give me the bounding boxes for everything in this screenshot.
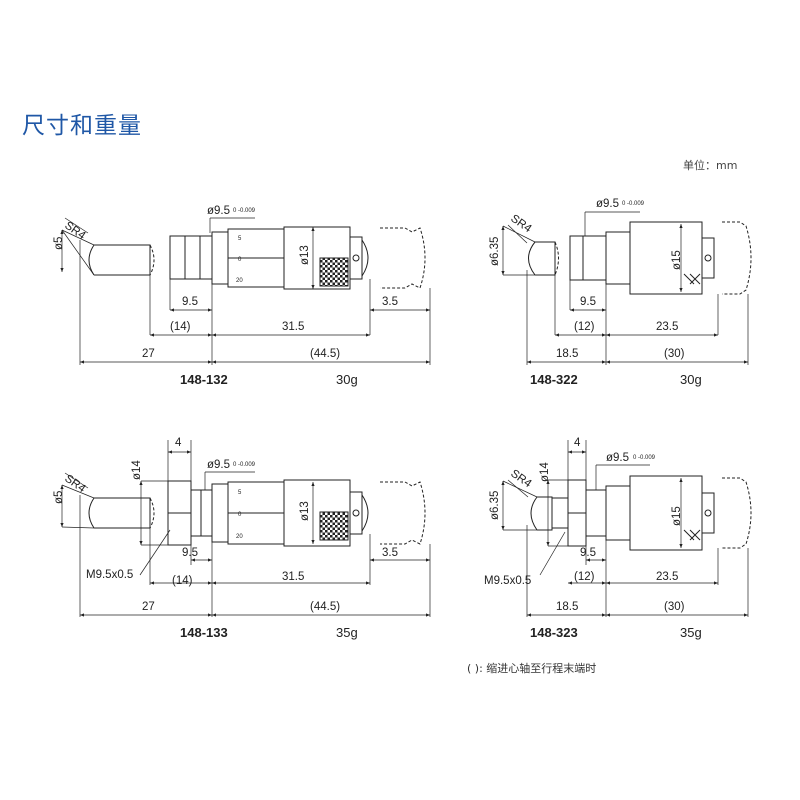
dim-label: (30) bbox=[664, 348, 685, 360]
sleeve-tol-label: 0 -0.009 bbox=[233, 208, 256, 214]
dim-label: 31.5 bbox=[282, 321, 304, 333]
dim-label: 18.5 bbox=[556, 348, 578, 360]
scale-mark: 5 bbox=[238, 236, 242, 242]
sleeve-tol-label: 0 -0.009 bbox=[622, 201, 645, 207]
dim-label: 9.5 bbox=[580, 547, 596, 559]
nut-dia-label: ø14 bbox=[131, 460, 143, 480]
sleeve-tol-label: 0 -0.009 bbox=[633, 455, 656, 461]
dim-label: 9.5 bbox=[182, 296, 198, 308]
model-number: 148-323 bbox=[530, 625, 578, 640]
labels-148-133: ø5 SR4 ø14 4 ø9.5 0 -0.009 ø13 5 0 20 9.… bbox=[53, 437, 398, 640]
dim-label: 9.5 bbox=[182, 547, 198, 559]
dim-label: (44.5) bbox=[310, 601, 340, 613]
dim-label: 27 bbox=[142, 601, 155, 613]
spindle-dia-label: ø6.35 bbox=[489, 491, 501, 520]
thimble-dia-label: ø15 bbox=[671, 250, 683, 270]
dim-label: (44.5) bbox=[310, 348, 340, 360]
dim-label: (30) bbox=[664, 601, 685, 613]
thread-label: M9.5x0.5 bbox=[86, 569, 133, 581]
sr-label: SR4 bbox=[508, 468, 534, 491]
dim-label: (12) bbox=[574, 321, 595, 333]
nut-width-label: 4 bbox=[175, 437, 182, 449]
drawing-148-132 bbox=[60, 217, 431, 365]
spindle-dia-label: ø6.35 bbox=[489, 237, 501, 266]
nut-dia-label: ø14 bbox=[539, 462, 551, 482]
spindle-dia-label: ø5 bbox=[53, 237, 65, 250]
dim-label: 31.5 bbox=[282, 571, 304, 583]
sleeve-dia-label: ø9.5 bbox=[606, 452, 629, 464]
labels-148-323: ø6.35 SR4 ø14 4 ø9.5 0 -0.009 ø15 9.5 M9… bbox=[484, 437, 702, 640]
dim-label: (12) bbox=[574, 571, 595, 583]
sleeve-dia-label: ø9.5 bbox=[207, 205, 230, 217]
weight-value: 30g bbox=[336, 372, 358, 387]
dim-label: 23.5 bbox=[656, 571, 678, 583]
sr-label: SR4 bbox=[62, 473, 88, 496]
thimble-dia-label: ø13 bbox=[299, 245, 311, 265]
nut-width-label: 4 bbox=[574, 437, 581, 449]
scale-mark: 0 bbox=[238, 512, 242, 518]
thimble-dia-label: ø13 bbox=[299, 501, 311, 521]
dim-label: 9.5 bbox=[580, 296, 596, 308]
weight-value: 30g bbox=[680, 372, 702, 387]
sr-label: SR4 bbox=[62, 220, 88, 243]
drawing-148-322 bbox=[501, 211, 752, 365]
thimble-dia-label: ø15 bbox=[671, 506, 683, 526]
scale-mark: 20 bbox=[236, 278, 243, 284]
sleeve-dia-label: ø9.5 bbox=[207, 459, 230, 471]
scale-mark: 5 bbox=[238, 490, 242, 496]
thread-label: M9.5x0.5 bbox=[484, 575, 531, 587]
dim-label: 3.5 bbox=[382, 547, 398, 559]
sleeve-dia-label: ø9.5 bbox=[596, 198, 619, 210]
unit-label: 单位：mm bbox=[683, 159, 738, 172]
scale-mark: 20 bbox=[236, 534, 243, 540]
sr-label: SR4 bbox=[508, 213, 534, 236]
dim-label: (14) bbox=[172, 575, 193, 587]
drawing-148-133 bbox=[60, 440, 431, 617]
model-number: 148-132 bbox=[180, 372, 228, 387]
dim-label: 23.5 bbox=[656, 321, 678, 333]
labels-148-322: ø6.35 SR4 ø9.5 0 -0.009 ø15 9.5 (12) 23.… bbox=[489, 198, 702, 387]
weight-value: 35g bbox=[680, 625, 702, 640]
spindle-dia-label: ø5 bbox=[53, 491, 65, 504]
sleeve-tol-label: 0 -0.009 bbox=[233, 462, 256, 468]
dim-label: 3.5 bbox=[382, 296, 398, 308]
footnote: ( ): 缩进心轴至行程末端时 bbox=[467, 662, 597, 675]
page-title: 尺寸和重量 bbox=[22, 113, 142, 139]
dim-label: 18.5 bbox=[556, 601, 578, 613]
drawing-148-323 bbox=[501, 440, 752, 617]
dim-label: 27 bbox=[142, 348, 155, 360]
model-number: 148-133 bbox=[180, 625, 228, 640]
scale-mark: 0 bbox=[238, 257, 242, 263]
dim-label: (14) bbox=[170, 321, 191, 333]
weight-value: 35g bbox=[336, 625, 358, 640]
model-number: 148-322 bbox=[530, 372, 578, 387]
